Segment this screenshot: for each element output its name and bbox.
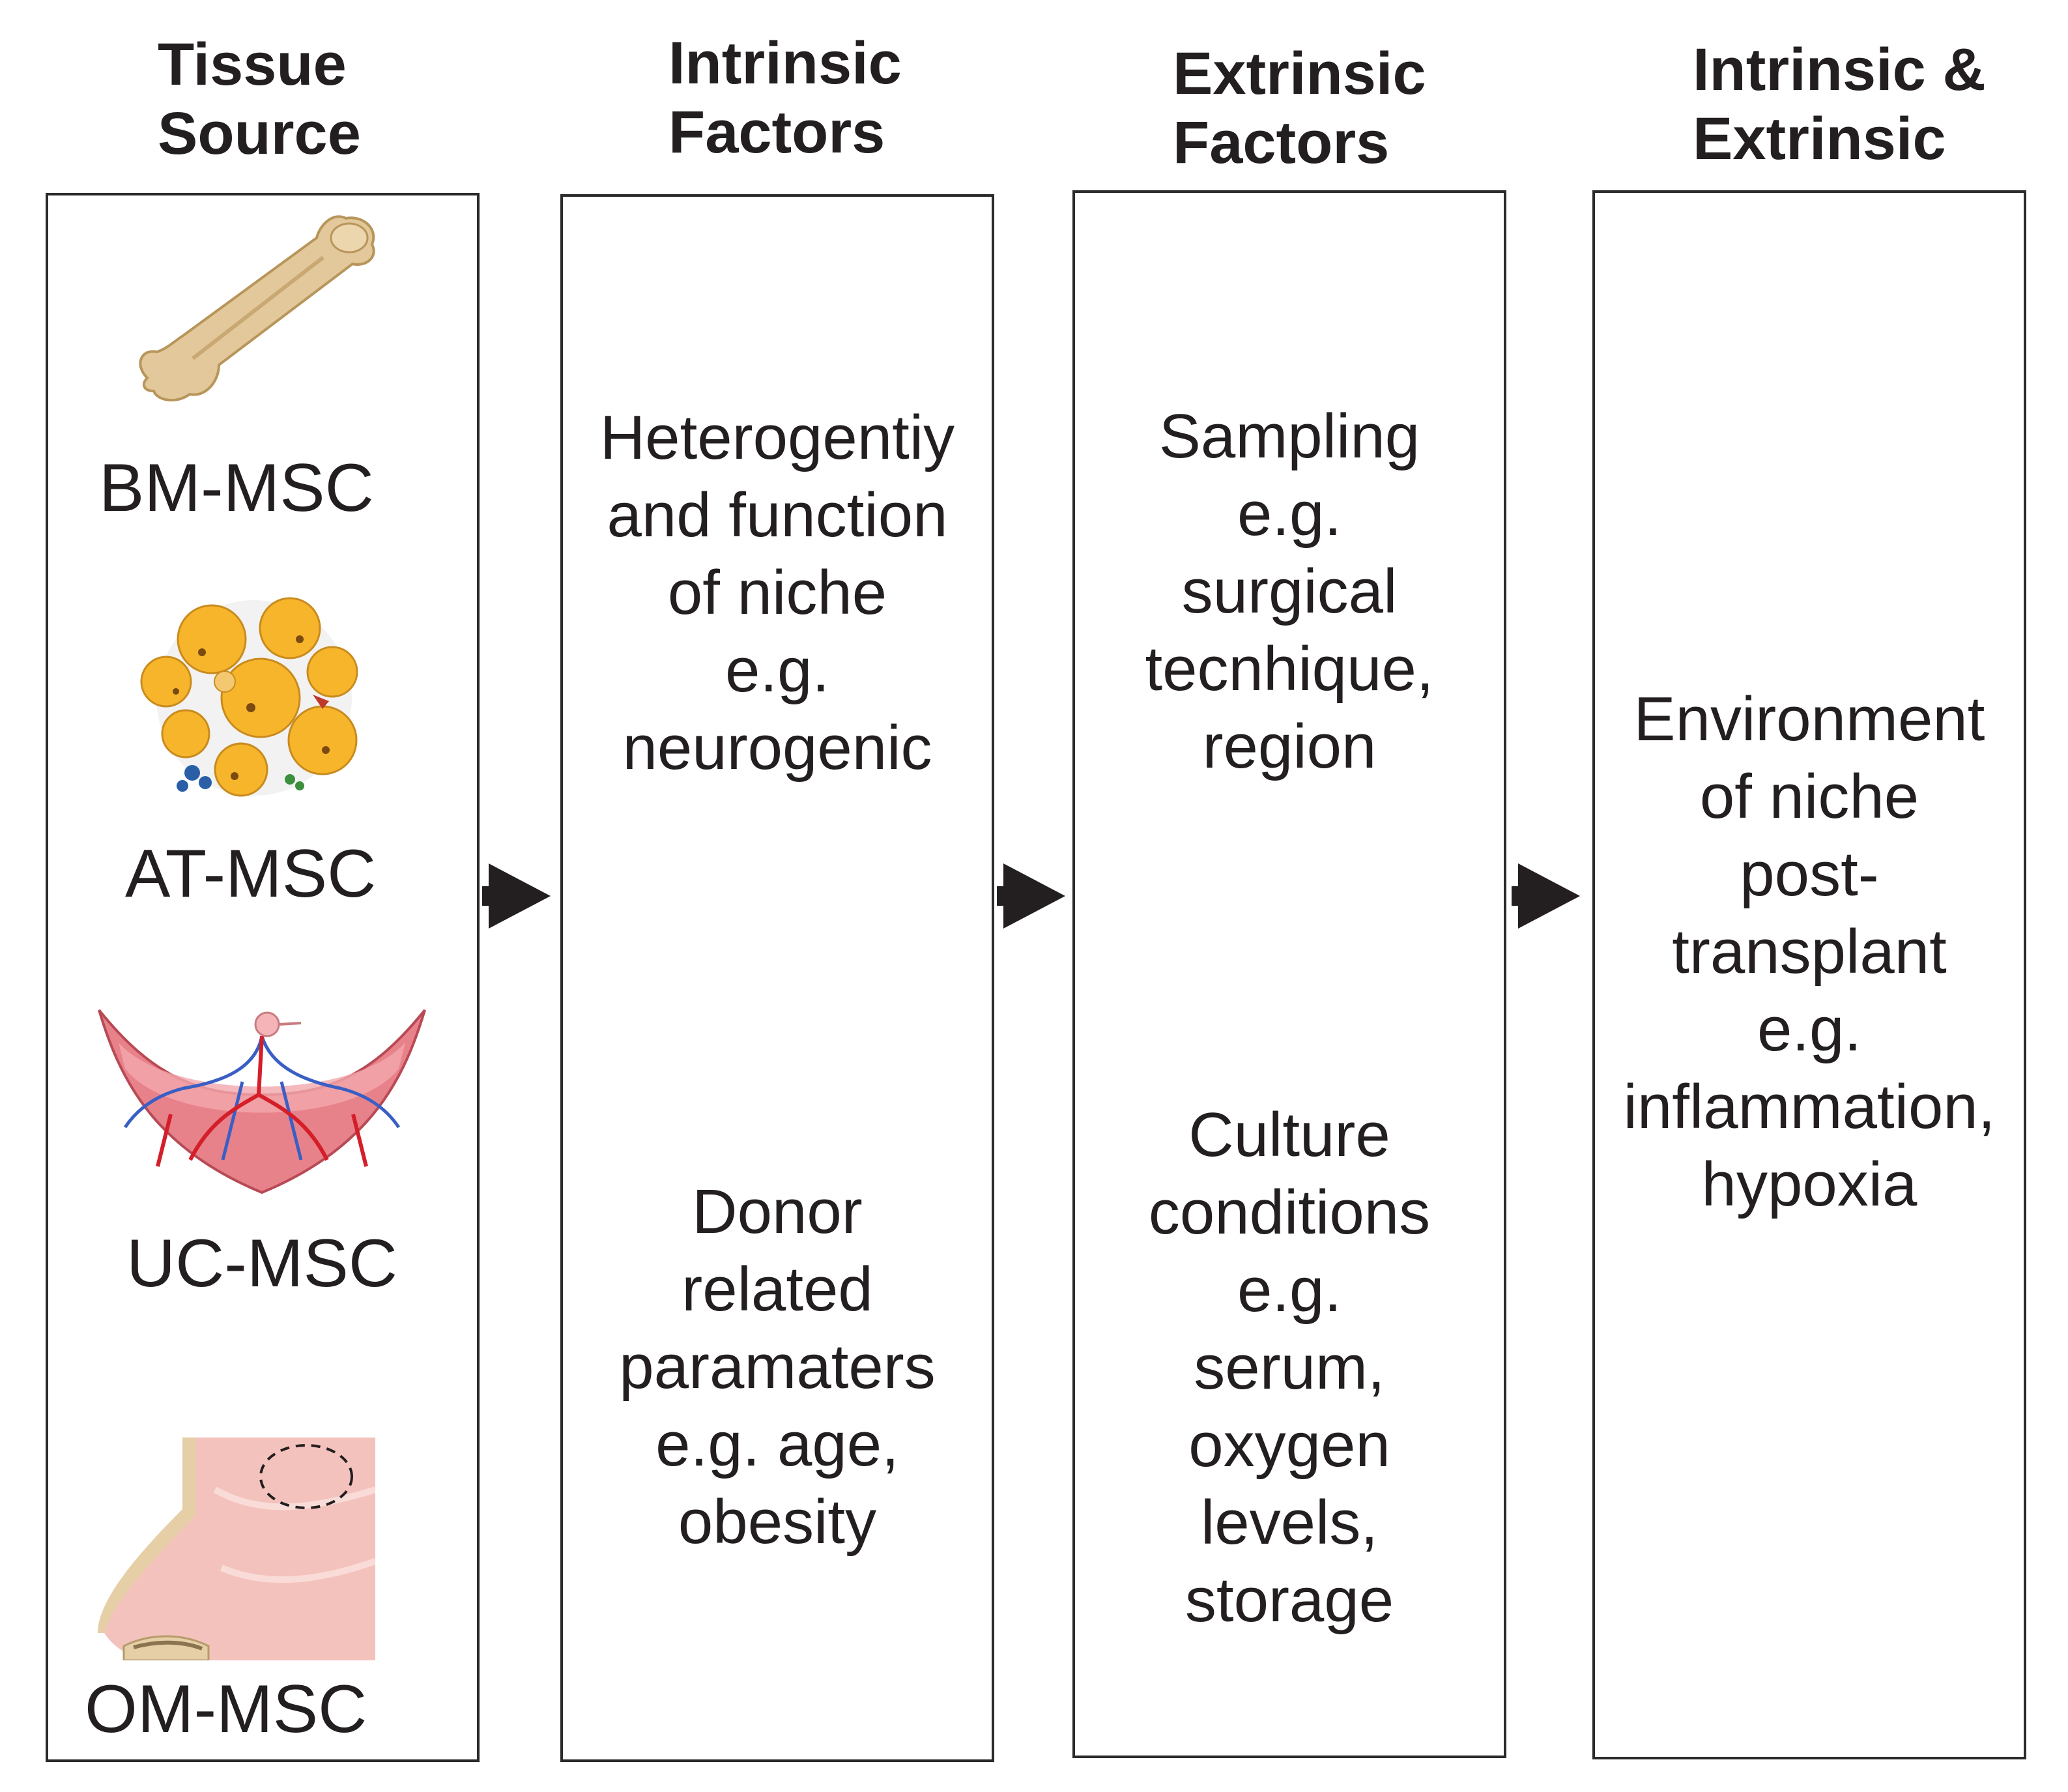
intrinsic-niche-text: Heterogentiy and function of niche e.g. … [599, 403, 955, 783]
title-intrinsic-factors: Intrinsic Factors [668, 30, 902, 166]
panel-combined [1592, 190, 2026, 1759]
combined-environment-text: Environment of niche post- transplant e.… [1623, 684, 1996, 1219]
placenta-umbilical-icon [98, 1009, 426, 1194]
arrow-right-icon [1512, 863, 1580, 929]
extrinsic-culture-text: Culture conditions e.g. serum, oxygen le… [1148, 1100, 1431, 1635]
femur-bone-icon [139, 215, 375, 402]
adipose-cells-icon [140, 597, 358, 797]
title-extrinsic-factors: Extrinsic Factors [1173, 40, 1426, 176]
title-tissue-source: Tissue Source [158, 31, 361, 167]
tissue-label-om-msc: OM-MSC [85, 1671, 367, 1747]
intrinsic-donor-text: Donor related paramaters e.g. age, obesi… [619, 1177, 936, 1557]
panel-intrinsic [560, 194, 994, 1762]
tissue-label-at-msc: AT-MSC [125, 836, 377, 912]
arrow-right-icon [482, 863, 551, 929]
nasal-mucosa-icon [98, 1438, 375, 1660]
arrow-right-icon [997, 863, 1065, 929]
tissue-label-bm-msc: BM-MSC [99, 450, 374, 526]
extrinsic-sampling-text: Sampling e.g. surgical tecnhique, region [1145, 401, 1434, 781]
panel-extrinsic [1072, 190, 1506, 1758]
tissue-label-uc-msc: UC-MSC [126, 1226, 397, 1301]
title-intrinsic-extrinsic: Intrinsic & Extrinsic [1693, 36, 1986, 172]
